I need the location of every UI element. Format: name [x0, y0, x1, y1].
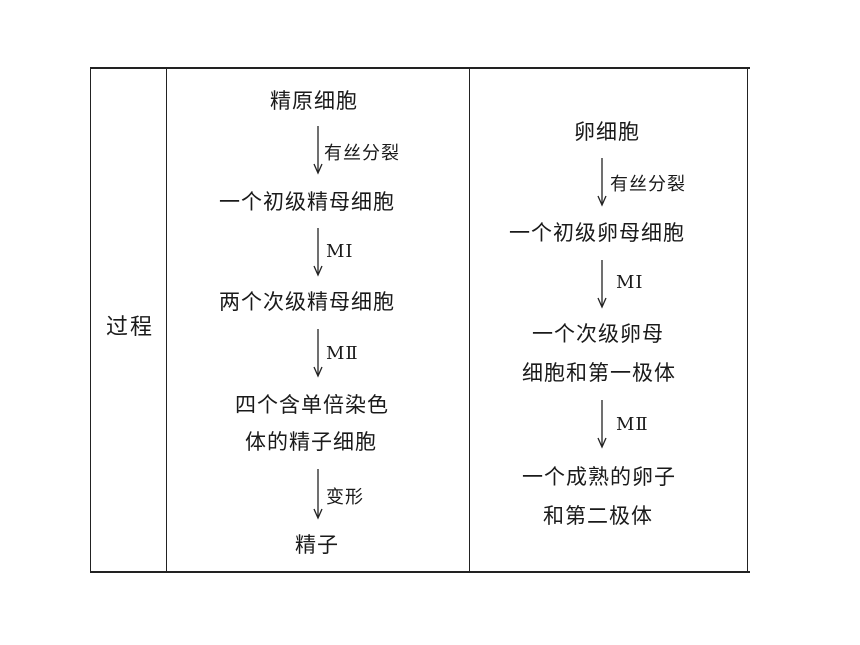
- male-stage-spermatogonium: 精原细胞: [270, 89, 358, 113]
- male-stage-spermatid-line2: 体的精子细胞: [245, 430, 377, 454]
- female-stage-secondary-oocyte-line1: 一个次级卵母: [532, 322, 664, 346]
- table-right-border: [747, 69, 748, 571]
- male-stage-spermatid-line1: 四个含单倍染色: [235, 393, 389, 417]
- female-stage-secondary-oocyte-line2: 细胞和第一极体: [522, 361, 676, 385]
- female-arrow-label-mitosis: 有丝分裂: [610, 174, 686, 195]
- arrow-down-icon: [597, 158, 607, 207]
- male-arrow-label-mitosis: 有丝分裂: [324, 143, 400, 164]
- comparison-table: 过程 精原细胞 有丝分裂 一个初级精母细胞 MⅠ 两个次级精母细胞 MⅡ 四个含…: [90, 67, 750, 573]
- female-arrow-label-meiosis-1: MⅠ: [616, 272, 644, 293]
- row-header-process: 过程: [106, 315, 155, 340]
- arrow-down-icon: [313, 126, 323, 175]
- male-stage-primary-spermatocyte: 一个初级精母细胞: [219, 190, 395, 214]
- female-stage-mature-egg-line1: 一个成熟的卵子: [522, 465, 676, 489]
- arrow-down-icon: [597, 260, 607, 309]
- arrow-down-icon: [313, 228, 323, 277]
- male-arrow-label-transformation: 变形: [326, 487, 364, 508]
- arrow-down-icon: [313, 469, 323, 520]
- column-divider-middle: [469, 69, 470, 571]
- female-stage-oogonium: 卵细胞: [574, 120, 640, 144]
- male-stage-sperm: 精子: [295, 533, 339, 557]
- female-arrow-label-meiosis-2: MⅡ: [616, 414, 649, 435]
- female-stage-primary-oocyte: 一个初级卵母细胞: [509, 221, 685, 245]
- female-stage-mature-egg-line2: 和第二极体: [543, 504, 653, 528]
- male-stage-secondary-spermatocyte: 两个次级精母细胞: [219, 290, 395, 314]
- arrow-down-icon: [313, 329, 323, 378]
- column-divider-header: [166, 69, 167, 571]
- male-arrow-label-meiosis-2: MⅡ: [326, 343, 359, 364]
- table-left-border: [90, 69, 91, 571]
- male-arrow-label-meiosis-1: MⅠ: [326, 241, 354, 262]
- arrow-down-icon: [597, 400, 607, 449]
